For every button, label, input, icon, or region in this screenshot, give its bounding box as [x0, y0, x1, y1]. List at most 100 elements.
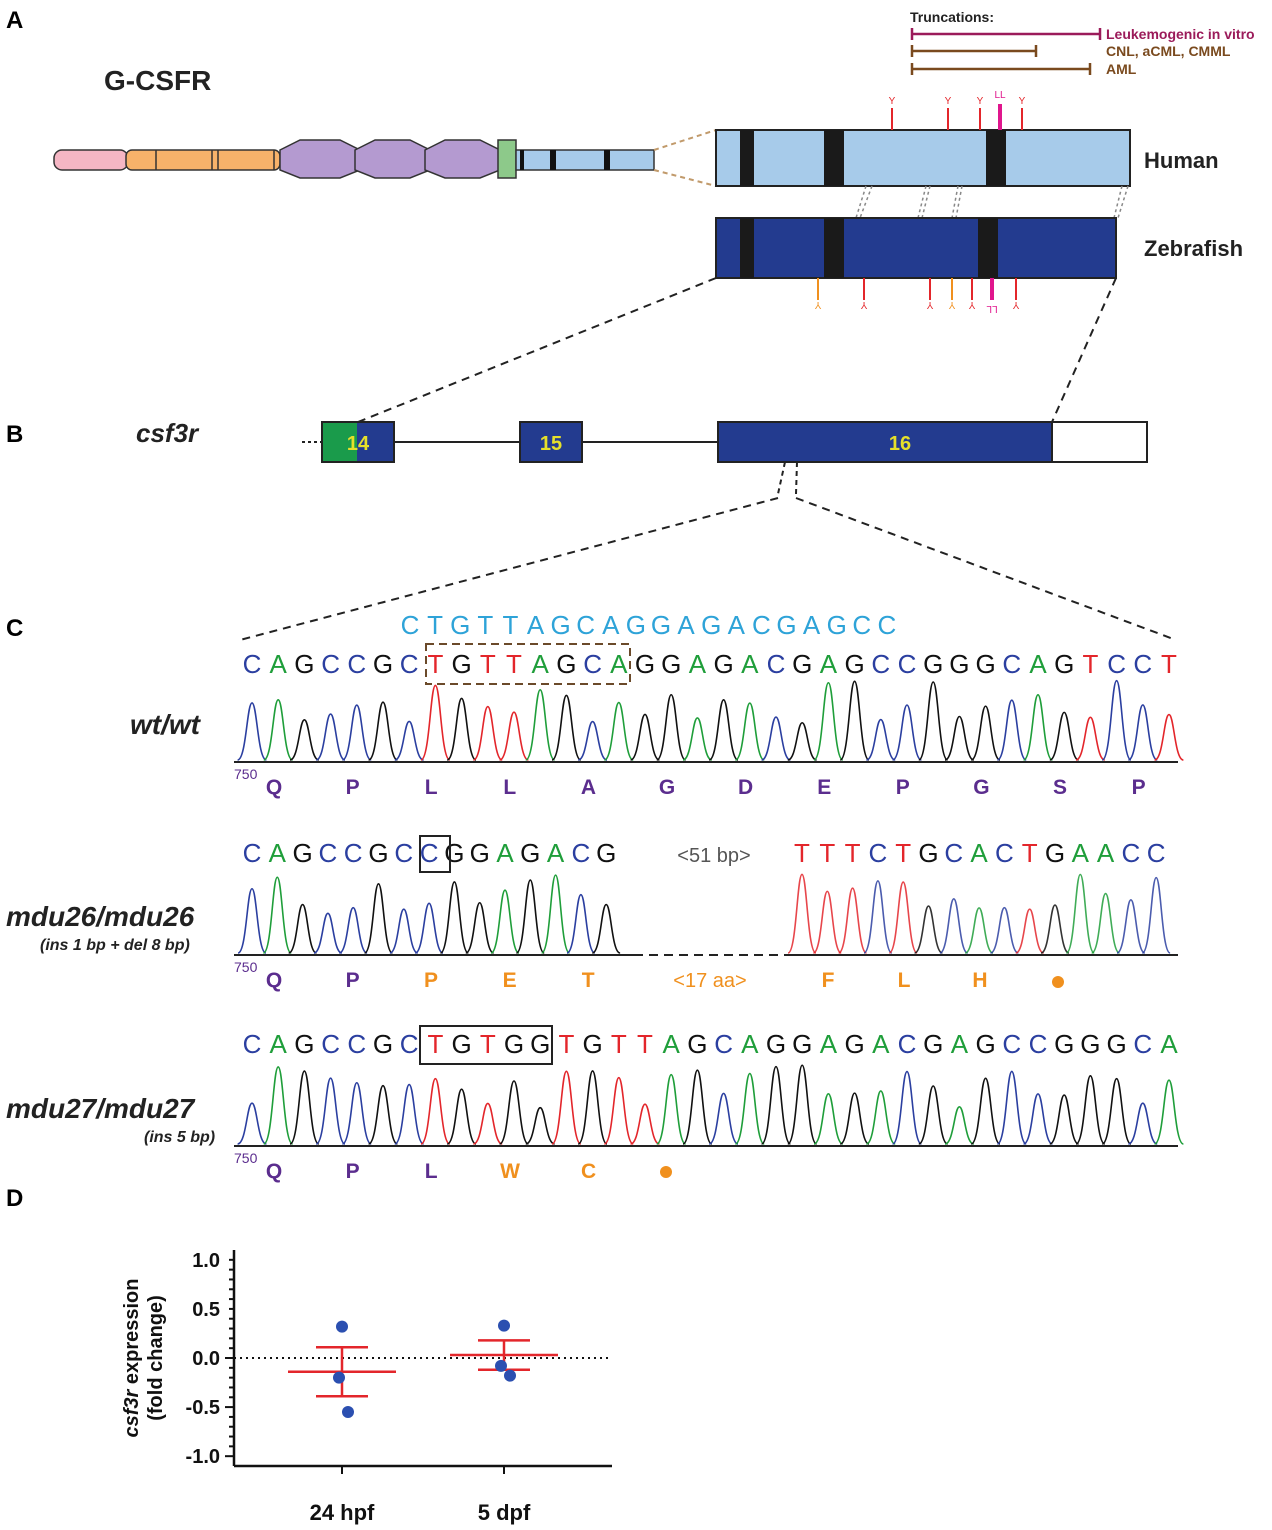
data-point	[336, 1320, 348, 1333]
trace-peak	[1116, 899, 1146, 954]
base-letter: G	[844, 1029, 864, 1059]
base-letter: T	[895, 838, 911, 868]
trace-peak	[914, 905, 943, 954]
base-letter: G	[923, 1029, 943, 1059]
base-letter: C	[394, 838, 413, 868]
trace-peak	[525, 689, 556, 761]
base-letter: C	[401, 610, 420, 640]
base-letter: G	[949, 649, 969, 679]
base-letter: T	[637, 1029, 653, 1059]
amino-acid: Q	[266, 776, 282, 799]
trace-peak	[1049, 711, 1080, 761]
data-point	[498, 1319, 510, 1332]
truncation-aml: AML	[910, 61, 1137, 77]
base-letter: T	[480, 1029, 496, 1059]
genotype-note: (ins 1 bp + del 8 bp)	[40, 937, 190, 954]
trace-peak	[472, 705, 503, 761]
base-letter: C	[1029, 1029, 1048, 1059]
tyrosine-icon: Y	[1019, 96, 1026, 107]
trace-peak	[263, 1066, 294, 1145]
panel-b-label: B	[6, 421, 23, 448]
base-letter: T	[506, 649, 522, 679]
position-label: 750	[234, 1150, 258, 1166]
trace-peak	[787, 1064, 818, 1145]
base-letter: C	[878, 610, 897, 640]
trace-peak	[420, 1077, 451, 1145]
y-tick-label: 1.0	[192, 1250, 220, 1272]
amino-acid: G	[659, 776, 675, 799]
base-letter: C	[1107, 649, 1126, 679]
y-tick-label: -0.5	[186, 1397, 220, 1419]
genotype-mdu26: mdu26/mdu26	[6, 901, 195, 932]
base-letter: C	[576, 610, 595, 640]
amino-acid: C	[581, 1160, 596, 1183]
base-letter: G	[582, 1029, 602, 1059]
amino-acid: L	[898, 969, 911, 992]
trace-peak	[446, 697, 477, 761]
insertion-box	[419, 835, 451, 873]
base-letter: C	[767, 649, 786, 679]
base-letter: C	[420, 838, 439, 868]
x-tick-label: 5 dpf	[478, 1500, 531, 1525]
exon-label: 14	[347, 433, 370, 455]
trace-peak	[734, 1072, 765, 1145]
trace-peak	[944, 1105, 975, 1145]
y-axis-label: csf3r expression	[121, 1279, 143, 1438]
base-letter: G	[918, 838, 938, 868]
base-letter: G	[520, 838, 540, 868]
trace-peak	[237, 887, 267, 954]
trace-peak	[892, 704, 922, 761]
trace-peak	[288, 903, 317, 954]
trace-peak	[367, 701, 399, 761]
base-letter: C	[347, 1029, 366, 1059]
amino-acid: H	[972, 969, 987, 992]
transmembrane-domain	[497, 139, 517, 179]
base-letter: A	[1097, 838, 1115, 868]
gap-bp-label: <51 bp>	[677, 845, 750, 867]
base-letter: G	[1054, 649, 1074, 679]
x-tick-label: 24 hpf	[310, 1500, 375, 1525]
base-letter: G	[827, 610, 847, 640]
trace-peak	[465, 901, 495, 954]
tyrosine-icon: Y	[889, 96, 896, 107]
base-letter: C	[1147, 838, 1166, 868]
base-letter: C	[1122, 838, 1141, 868]
base-letter: G	[444, 838, 464, 868]
base-letter: A	[270, 649, 288, 679]
fn3-domain	[279, 139, 361, 179]
base-letter: G	[596, 838, 616, 868]
trace-peak	[1040, 904, 1070, 954]
base-letter: G	[451, 649, 471, 679]
trace-peak	[656, 1073, 687, 1145]
base-letter: G	[294, 1029, 314, 1059]
trace-peak	[603, 1076, 634, 1145]
base-letter: A	[1072, 838, 1090, 868]
gene-structure: 14 15 16	[302, 421, 1148, 463]
trace-peak	[439, 881, 470, 954]
truncation-leukemogenic: Leukemogenic in vitro	[910, 26, 1255, 42]
trace-peak	[837, 887, 868, 954]
trace-peak	[315, 1077, 346, 1145]
trace-peak	[525, 1106, 555, 1145]
base-letter: T	[427, 649, 443, 679]
base-letter: G	[294, 649, 314, 679]
base-letter: C	[714, 1029, 733, 1059]
base-letter: C	[400, 1029, 419, 1059]
base-letter: C	[243, 649, 262, 679]
base-letter: A	[689, 649, 707, 679]
base-letter: G	[550, 610, 570, 640]
base-letter: A	[951, 1029, 969, 1059]
trace-peak	[813, 681, 844, 761]
base-letter: A	[527, 610, 545, 640]
trace-peak	[394, 1083, 425, 1145]
trace-peak	[888, 881, 918, 954]
y-axis-label-italic: csf3r	[121, 1388, 143, 1437]
trace-peak	[839, 1092, 870, 1145]
base-letter: G	[687, 1029, 707, 1059]
amino-acid: S	[1053, 776, 1067, 799]
exon-label: 15	[540, 433, 562, 455]
